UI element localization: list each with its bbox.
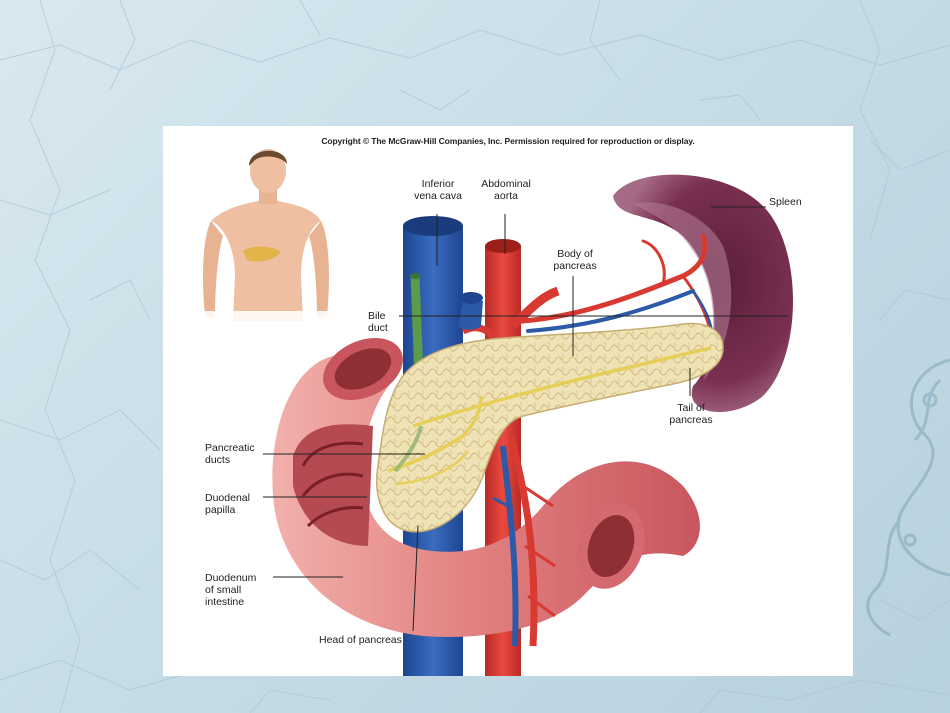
renal-vein [458,301,483,330]
human-figure-inset [203,140,333,325]
label-body-of-pancreas: Body of pancreas [553,248,597,272]
leader-lines [263,206,788,632]
copyright-notice: Copyright © The McGraw-Hill Companies, I… [321,136,695,146]
label-abdominal-aorta: Abdominal aorta [481,178,531,202]
label-pancreatic-ducts: Pancreatic ducts [205,442,255,466]
label-inferior-vena-cava: Inferior vena cava [414,178,462,202]
label-duodenum: Duodenum of small intestine [205,572,257,608]
pancreas [376,322,724,533]
anatomy-figure: Copyright © The McGraw-Hill Companies, I… [163,126,853,676]
label-spleen: Spleen [769,196,802,208]
decorative-dragon [866,358,950,637]
pancreas-illustration [203,140,793,676]
mesenteric-vessels [492,435,556,647]
label-bile-duct: Bile duct [368,310,388,334]
label-tail-of-pancreas: Tail of pancreas [669,402,713,426]
label-head-of-pancreas: Head of pancreas [319,634,402,646]
duodenum [272,338,700,637]
label-duodenal-papilla: Duodenal papilla [205,492,250,516]
